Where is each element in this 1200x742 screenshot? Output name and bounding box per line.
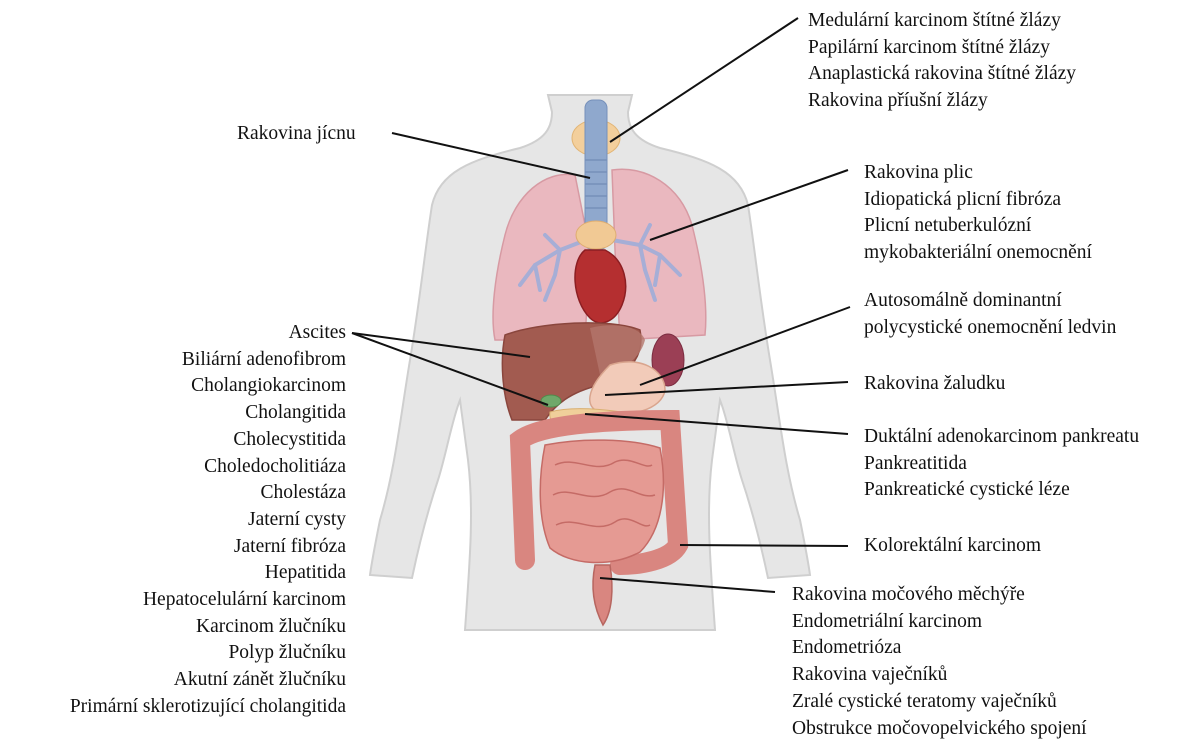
disease-label: Medulární karcinom štítné žlázy [808,8,1076,35]
disease-label: Rakovina plic [864,160,1092,187]
colon-disease-list: Kolorektální karcinom [864,533,1041,560]
disease-label: Cholangiokarcinom [70,373,346,400]
disease-label: Cholestáza [70,480,346,507]
disease-label: Biliární adenofibrom [70,347,346,374]
disease-label: Primární sklerotizující cholangitida [70,694,346,721]
disease-label: Autosomálně dominantní [864,288,1116,315]
disease-label: Rakovina jícnu [237,121,356,148]
disease-label: Jaterní cysty [70,507,346,534]
lymph-nodes [576,221,616,249]
lung-disease-list: Rakovina plic Idiopatická plicní fibróza… [864,160,1092,267]
disease-label: Hepatitida [70,560,346,587]
disease-label: polycystické onemocnění ledvin [864,315,1116,342]
esophagus-disease-list: Rakovina jícnu [237,121,356,148]
disease-label: Cholecystitida [70,427,346,454]
pelvis-disease-list: Rakovina močového měchýře Endometriální … [792,582,1087,742]
pancreas-disease-list: Duktální adenokarcinom pankreatu Pankrea… [864,424,1139,504]
disease-label: Rakovina žaludku [864,371,1005,398]
disease-label: Hepatocelulární karcinom [70,587,346,614]
disease-label: Akutní zánět žlučníku [70,667,346,694]
disease-label: Ascites [70,320,346,347]
disease-label: Rakovina vaječníků [792,662,1087,689]
thyroid-disease-list: Medulární karcinom štítné žlázy Papilárn… [808,8,1076,115]
disease-label: Endometriální karcinom [792,609,1087,636]
disease-label: mykobakteriální onemocnění [864,240,1092,267]
disease-label: Polyp žlučníku [70,640,346,667]
disease-label: Plicní netuberkulózní [864,213,1092,240]
small-intestine [540,440,663,562]
gallbladder [541,395,561,407]
disease-label: Karcinom žlučníku [70,614,346,641]
disease-label: Duktální adenokarcinom pankreatu [864,424,1139,451]
disease-label: Papilární karcinom štítné žlázy [808,35,1076,62]
disease-label: Idiopatická plicní fibróza [864,187,1092,214]
disease-label: Anaplastická rakovina štítné žlázy [808,61,1076,88]
disease-label: Choledocholitiáza [70,454,346,481]
disease-label: Zralé cystické teratomy vaječníků [792,689,1087,716]
kidney-disease-list: Autosomálně dominantní polycystické onem… [864,288,1116,341]
disease-label: Obstrukce močovopelvického spojení [792,716,1087,742]
disease-label: Rakovina močového měchýře [792,582,1087,609]
disease-label: Pankreatické cystické léze [864,477,1139,504]
disease-label: Pankreatitida [864,451,1139,478]
disease-label: Cholangitida [70,400,346,427]
liver-disease-list: Ascites Biliární adenofibrom Cholangioka… [70,320,346,721]
disease-label: Jaterní fibróza [70,534,346,561]
disease-label: Rakovina příušní žlázy [808,88,1076,115]
disease-label: Endometrióza [792,635,1087,662]
stomach-disease-list: Rakovina žaludku [864,371,1005,398]
disease-label: Kolorektální karcinom [864,533,1041,560]
